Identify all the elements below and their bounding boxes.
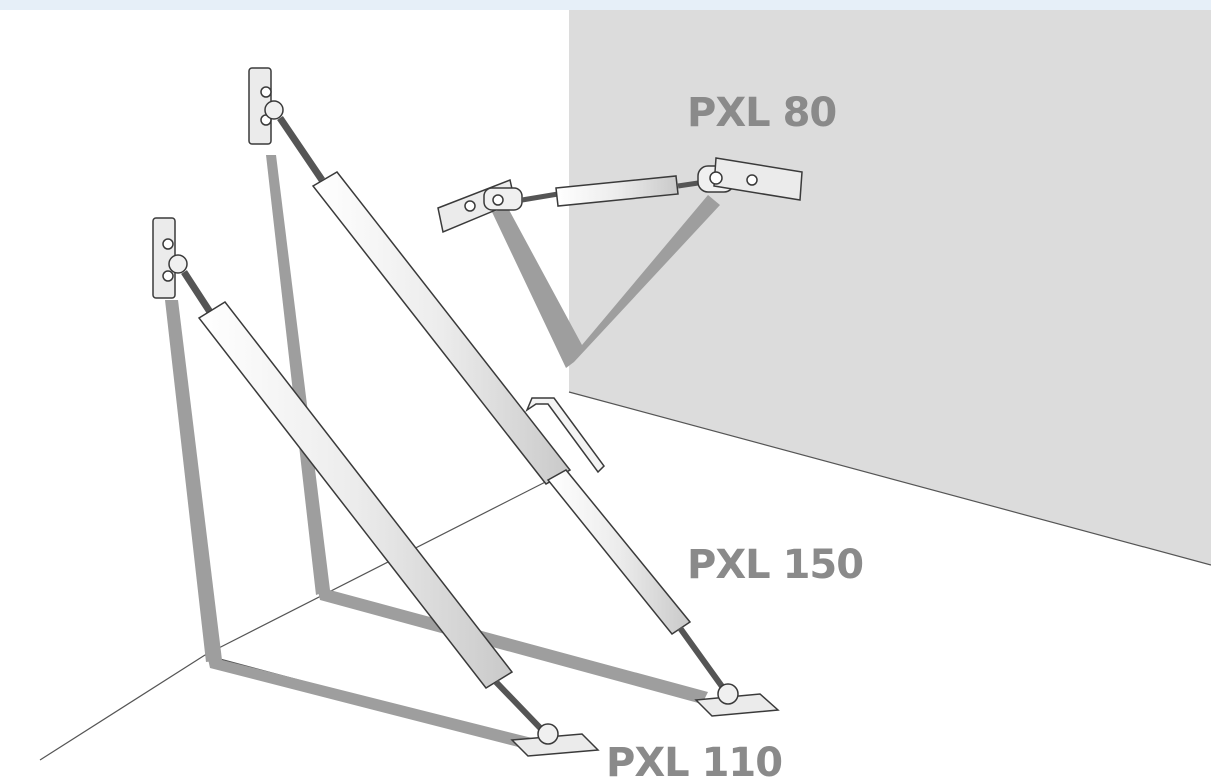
outer-tube-pxl110 [197,301,514,689]
shadow-pxl150-wall [266,155,330,595]
brace-pxl150 [248,67,780,717]
shadow-pxl150-floor [316,582,708,704]
floor-plate-pxl110 [510,733,600,757]
label-pxl-110: PXL 110 [606,740,783,783]
inner-tube-pxl150 [546,469,692,636]
top-band [0,0,1211,10]
outer-tube-pxl150 [311,171,572,485]
brace-pxl110 [152,217,600,757]
locking-pin [525,397,605,474]
shadow-pxl110-wall [165,300,222,662]
brace-pxl80 [437,157,803,234]
shadows [165,155,720,750]
label-pxl-80: PXL 80 [687,90,837,136]
floor-plate-pxl150 [694,693,780,717]
shadow-pxl80 [492,195,720,368]
back-wall [569,10,1211,565]
label-pxl-150: PXL 150 [687,542,864,588]
shadow-pxl110-floor [206,650,540,750]
turnbuckle-body [555,175,679,207]
